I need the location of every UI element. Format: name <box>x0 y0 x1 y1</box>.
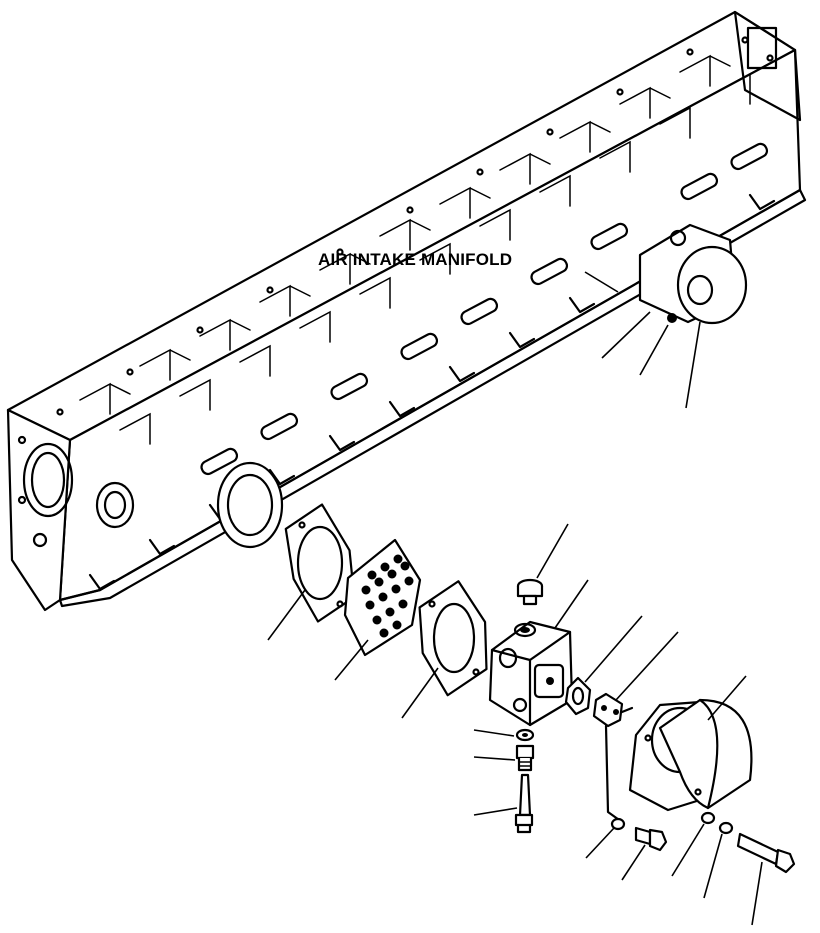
leader <box>473 756 516 761</box>
heater-gasket <box>418 580 488 697</box>
bolt-short <box>610 817 668 852</box>
installed-heater-nipple <box>667 313 677 323</box>
leader <box>601 311 651 359</box>
heater-assembly-installed <box>638 223 748 325</box>
relay-terminal <box>592 692 634 824</box>
sensor <box>514 773 534 834</box>
heater-screen <box>343 538 422 657</box>
leader <box>671 823 705 877</box>
front-boss <box>95 481 135 529</box>
washer <box>515 728 535 742</box>
leader <box>585 827 615 859</box>
leader <box>707 675 747 721</box>
end-bolt-hole <box>17 435 27 445</box>
end-hole <box>32 532 48 548</box>
installed-heater-plug <box>669 229 687 247</box>
leader <box>536 523 569 579</box>
leader <box>267 589 306 641</box>
nipple <box>515 744 535 772</box>
gasket-small <box>564 676 592 716</box>
right-end-port <box>746 26 778 70</box>
leader <box>554 579 589 629</box>
manifold-end-face <box>6 408 72 612</box>
top-holes <box>56 36 774 416</box>
heater-cover <box>628 698 753 812</box>
installed-heater-boss <box>686 274 714 306</box>
end-bolt-hole <box>17 495 27 505</box>
bolt-long <box>700 811 796 874</box>
plug <box>516 578 544 606</box>
end-port-inner <box>30 451 66 509</box>
screen-holes <box>361 554 414 638</box>
leader <box>334 639 369 681</box>
label-leader <box>584 271 619 293</box>
leader <box>473 729 515 737</box>
manifold-port-bore <box>226 473 274 537</box>
air-intake-manifold <box>6 10 807 612</box>
end-port-outer <box>22 442 74 518</box>
top-ribs <box>79 54 751 445</box>
leader <box>584 615 643 683</box>
leader <box>639 324 669 376</box>
leader <box>615 631 679 701</box>
heater-body <box>488 620 574 727</box>
leader <box>685 321 701 409</box>
leader <box>473 807 518 816</box>
front-boss-inner <box>103 490 127 520</box>
manifold-label: AIR INTAKE MANIFOLD <box>318 250 513 269</box>
leader <box>401 667 439 719</box>
flange-slots <box>200 142 769 476</box>
leader <box>621 844 646 881</box>
leader <box>703 833 723 899</box>
leader <box>751 861 763 926</box>
